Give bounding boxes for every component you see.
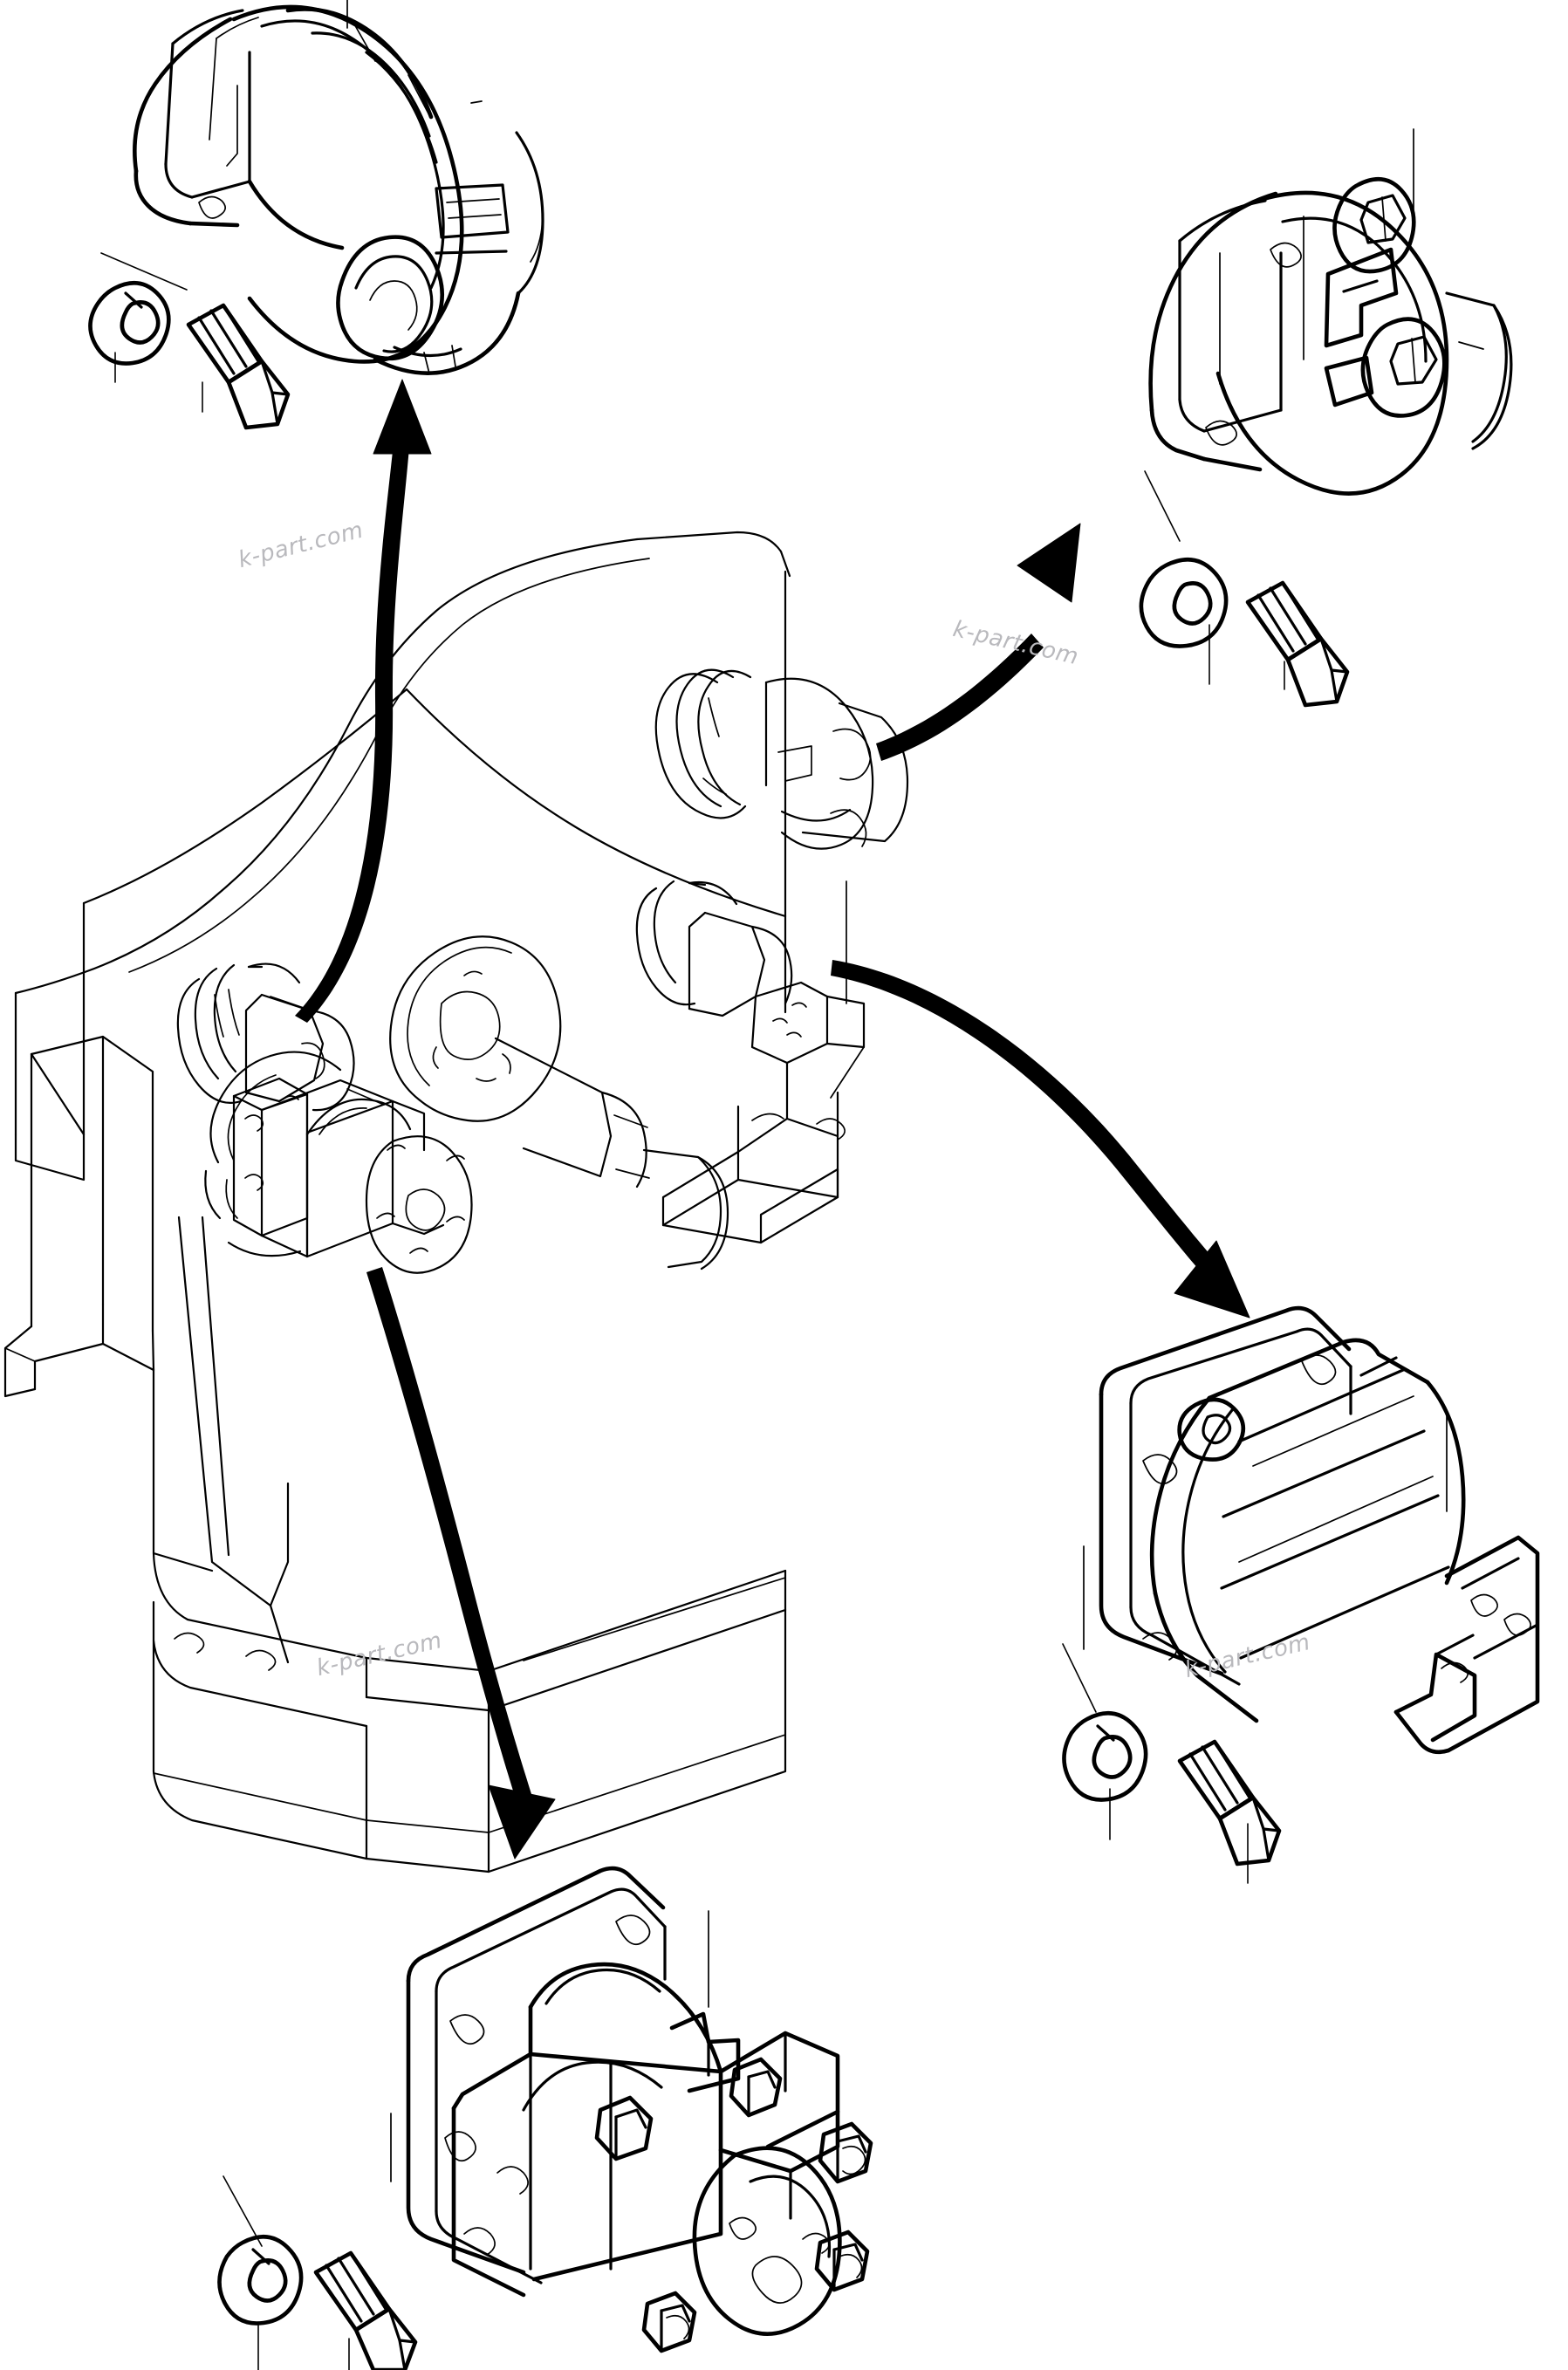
part-lower-center-pump (390, 1866, 873, 2353)
lock-washer-icon (217, 2235, 304, 2325)
main-body-tank (152, 1608, 787, 1873)
lock-washer-icon (1062, 1711, 1148, 1802)
part-upper-right-coupling (1148, 128, 1513, 496)
hex-bolt-icon (1245, 580, 1350, 708)
arrow-to-upper-left-pump (295, 379, 432, 1023)
port-round-flange (389, 935, 729, 1271)
main-body-top-deck (14, 531, 791, 1136)
part-lower-right-motor (1083, 1305, 1540, 1755)
hex-nut-icon (818, 2121, 873, 2184)
hex-nut-icon (641, 2291, 697, 2353)
arrow-to-lower-center-pump (366, 1267, 556, 1860)
hex-bolt-icon (313, 2250, 418, 2370)
hardware-upper-left-pump (88, 252, 291, 430)
hex-nut-icon (594, 2095, 654, 2161)
hardware-upper-right-coupling (1139, 470, 1350, 708)
hardware-lower-center-pump (217, 2175, 418, 2370)
hex-bolt-icon (186, 303, 291, 430)
main-body-left-rib (3, 1035, 155, 1398)
lock-washer-icon (88, 280, 171, 366)
port-top-coupling (654, 668, 909, 850)
flat-washer-icon (1139, 558, 1229, 648)
hardware-lower-right-motor (1062, 1643, 1282, 1884)
hex-nut-icon (814, 2230, 870, 2292)
hex-bolt-icon (1177, 1739, 1282, 1867)
port-small-pump (204, 1051, 473, 1274)
hex-nut-icon (729, 2057, 783, 2118)
arrow-to-upper-right-coupling (876, 523, 1081, 761)
part-upper-left-pump (133, 0, 544, 375)
port-center-coupling (635, 880, 866, 1244)
main-body-assembly (3, 531, 791, 1873)
main-body-cross-beam (487, 1569, 787, 1712)
arrow-to-lower-right-motor (831, 960, 1250, 1319)
port-left-hub (176, 962, 355, 1112)
